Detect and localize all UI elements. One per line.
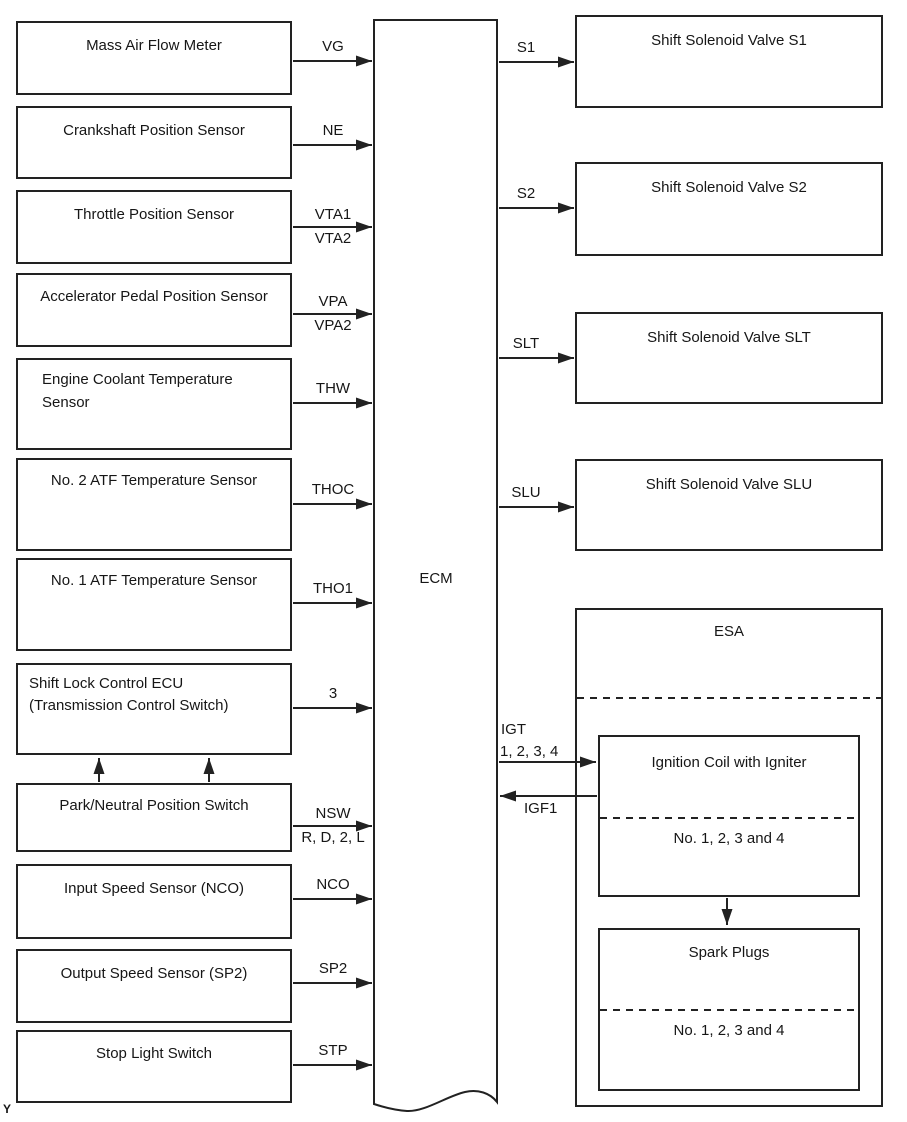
signal-label-vta1: VTA1 <box>314 206 352 223</box>
signal-label-slu: SLU <box>511 484 541 501</box>
signal-label-3: 3 <box>328 685 338 702</box>
block-crankshaft-position-sensor: Crankshaft Position Sensor <box>16 106 292 179</box>
block-accelerator-pedal-position-sensor: Accelerator Pedal Position Sensor <box>16 273 292 347</box>
block-label: No. 1 ATF Temperature Sensor <box>50 572 258 589</box>
ignition-coil-cylinders: No. 1, 2, 3 and 4 <box>673 830 785 847</box>
signal-label-igf1: IGF1 <box>524 800 558 817</box>
signal-label-tho1: THO1 <box>312 580 353 597</box>
signal-label-s2: S2 <box>516 185 536 202</box>
block-label: Shift Solenoid Valve SLT <box>647 329 811 346</box>
block-label: Crankshaft Position Sensor <box>63 122 245 139</box>
block-label: Shift Solenoid Valve S1 <box>651 32 807 49</box>
ecm-box-outline <box>373 19 498 1113</box>
signal-label-nsw: NSW <box>315 805 351 822</box>
block-engine-coolant-temp-sensor: Engine Coolant Temperature Sensor <box>16 358 292 450</box>
block-label: No. 2 ATF Temperature Sensor <box>50 472 258 489</box>
signal-label-thoc: THOC <box>311 481 355 498</box>
block-stop-light-switch: Stop Light Switch <box>16 1030 292 1103</box>
signal-label-vpa: VPA <box>318 293 348 310</box>
block-shift-lock-control-ecu: Shift Lock Control ECU (Transmission Con… <box>16 663 292 755</box>
signal-label-thw: THW <box>315 380 351 397</box>
signal-label-nco: NCO <box>316 876 350 893</box>
block-input-speed-sensor: Input Speed Sensor (NCO) <box>16 864 292 939</box>
ecm-label: ECM <box>419 570 453 587</box>
block-mass-air-flow-meter: Mass Air Flow Meter <box>16 21 292 95</box>
corner-mark-y: Y <box>3 1102 12 1116</box>
spark-plugs-cylinders: No. 1, 2, 3 and 4 <box>673 1022 785 1039</box>
block-throttle-position-sensor: Throttle Position Sensor <box>16 190 292 264</box>
block-label: Accelerator Pedal Position Sensor <box>40 288 268 305</box>
block-label: Shift Solenoid Valve SLU <box>645 476 813 493</box>
signal-label-stp: STP <box>318 1042 348 1059</box>
signal-label-igt: IGT <box>501 721 526 738</box>
block-shift-solenoid-valve-s1: Shift Solenoid Valve S1 <box>575 15 883 108</box>
signal-label-sp2: SP2 <box>318 960 348 977</box>
signal-label-vta2: VTA2 <box>314 230 352 247</box>
block-label: Throttle Position Sensor <box>73 206 235 223</box>
block-label: Shift Lock Control ECU (Transmission Con… <box>29 675 229 714</box>
signal-label-slt: SLT <box>512 335 540 352</box>
block-ignition-coil: Ignition Coil with Igniter No. 1, 2, 3 a… <box>598 735 860 897</box>
signal-label-s1: S1 <box>516 39 536 56</box>
block-label: Ignition Coil with Igniter <box>651 754 807 771</box>
block-output-speed-sensor: Output Speed Sensor (SP2) <box>16 949 292 1023</box>
block-park-neutral-position-switch: Park/Neutral Position Switch <box>16 783 292 852</box>
block-label: Shift Solenoid Valve S2 <box>651 179 807 196</box>
block-label: Input Speed Sensor (NCO) <box>63 880 245 897</box>
esa-title: ESA <box>713 623 744 640</box>
block-label: Output Speed Sensor (SP2) <box>60 965 248 982</box>
signal-label-rd2l: R, D, 2, L <box>301 829 365 846</box>
block-no1-atf-temp-sensor: No. 1 ATF Temperature Sensor <box>16 558 292 651</box>
block-shift-solenoid-valve-s2: Shift Solenoid Valve S2 <box>575 162 883 256</box>
block-shift-solenoid-valve-slu: Shift Solenoid Valve SLU <box>575 459 883 551</box>
block-label: Stop Light Switch <box>96 1045 212 1062</box>
block-spark-plugs: Spark Plugs No. 1, 2, 3 and 4 <box>598 928 860 1091</box>
signal-label-vpa2: VPA2 <box>314 317 352 334</box>
signal-label-vg: VG <box>322 38 344 55</box>
signal-label-ne: NE <box>322 122 344 139</box>
block-no2-atf-temp-sensor: No. 2 ATF Temperature Sensor <box>16 458 292 551</box>
block-label: Park/Neutral Position Switch <box>59 797 249 814</box>
signal-label-igt-numbers: 1, 2, 3, 4 <box>500 743 559 760</box>
block-esa: ESA <box>575 608 883 1107</box>
block-shift-solenoid-valve-slt: Shift Solenoid Valve SLT <box>575 312 883 404</box>
block-label: Mass Air Flow Meter <box>86 37 222 54</box>
block-label: Spark Plugs <box>688 944 770 961</box>
block-label: Engine Coolant Temperature Sensor <box>42 371 233 411</box>
